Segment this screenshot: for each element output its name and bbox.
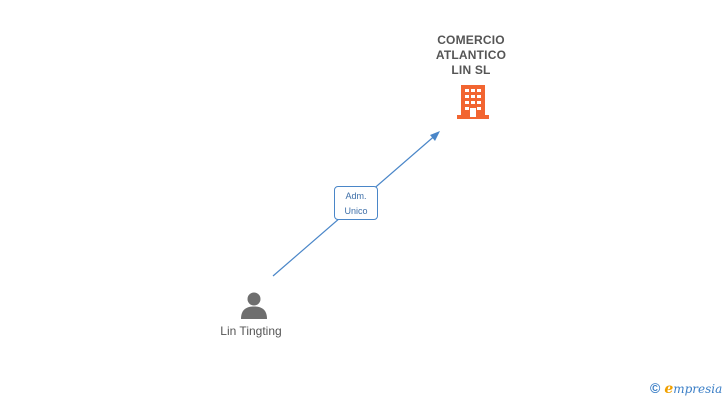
company-name[interactable]: COMERCIO ATLANTICO LIN SL (411, 33, 531, 78)
copyright-icon: © (650, 380, 661, 396)
watermark-logo: ©empresia (650, 380, 722, 398)
arrow-head (430, 131, 440, 141)
person-name[interactable]: Lin Tingting (220, 324, 282, 338)
brand-rest: mpresia (673, 382, 723, 396)
role-line-1: Adm. (345, 191, 367, 201)
role-badge[interactable]: Adm. Unico (334, 186, 378, 220)
company-name-line-1: COMERCIO (437, 33, 505, 47)
role-line-2: Unico (344, 206, 368, 216)
building-icon[interactable] (457, 83, 489, 119)
company-name-line-3: LIN SL (451, 63, 491, 77)
brand-initial: e (664, 381, 674, 397)
person-icon[interactable] (239, 290, 269, 320)
company-name-line-2: ATLANTICO (435, 48, 507, 62)
